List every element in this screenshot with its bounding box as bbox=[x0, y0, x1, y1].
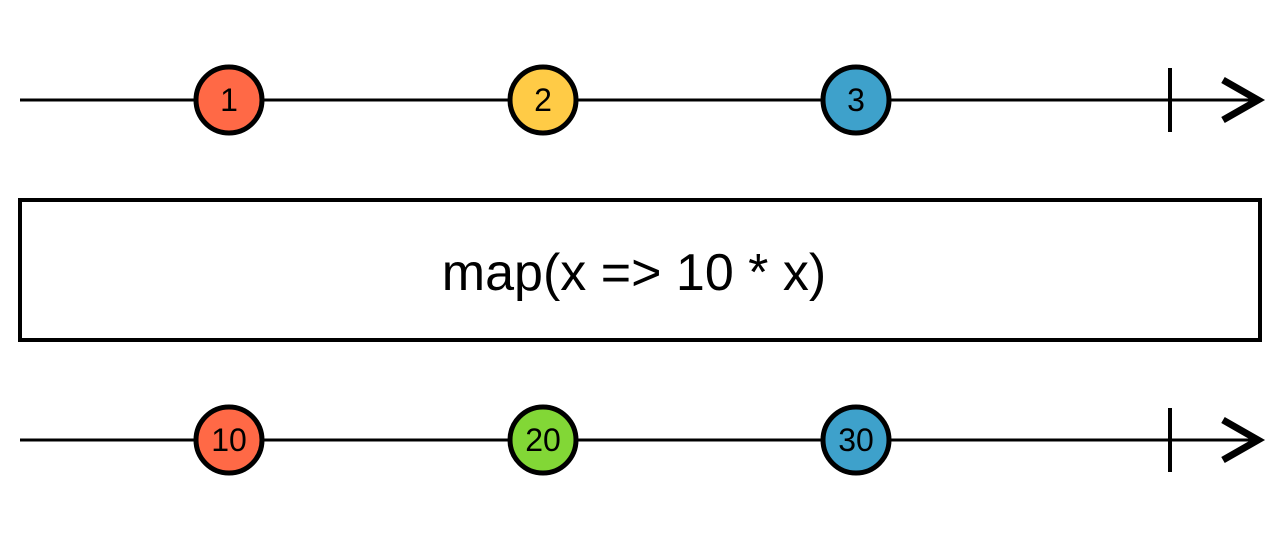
output-marble-2-label: 20 bbox=[525, 422, 561, 458]
input-marble-3-label: 3 bbox=[847, 82, 865, 118]
operator-box-rect bbox=[18, 198, 1262, 342]
operator-box-label: map(x => 10 * x) bbox=[442, 244, 826, 302]
output-stream: 10 20 30 bbox=[20, 404, 1266, 476]
input-marble-1-circle bbox=[193, 64, 265, 136]
output-marble-1: 10 bbox=[193, 404, 265, 476]
operator-box: map(x => 10 * x) bbox=[18, 198, 1262, 342]
output-stream-arrowhead-icon bbox=[1221, 416, 1266, 464]
output-marble-2-circle bbox=[507, 404, 579, 476]
input-marble-2: 2 bbox=[507, 64, 579, 136]
input-marble-3-circle bbox=[820, 64, 892, 136]
output-marble-3-circle bbox=[820, 404, 892, 476]
input-marble-3: 3 bbox=[820, 64, 892, 136]
input-marble-2-circle bbox=[507, 64, 579, 136]
output-marble-3-label: 30 bbox=[838, 422, 874, 458]
input-marble-1-label: 1 bbox=[220, 82, 238, 118]
output-marble-2: 20 bbox=[507, 404, 579, 476]
input-marble-1: 1 bbox=[193, 64, 265, 136]
input-marble-2-label: 2 bbox=[534, 82, 552, 118]
input-stream-arrowhead-icon bbox=[1221, 76, 1266, 124]
output-marble-1-circle bbox=[193, 404, 265, 476]
input-stream: 1 2 3 bbox=[20, 64, 1266, 136]
output-marble-1-label: 10 bbox=[211, 422, 247, 458]
output-marble-3: 30 bbox=[820, 404, 892, 476]
